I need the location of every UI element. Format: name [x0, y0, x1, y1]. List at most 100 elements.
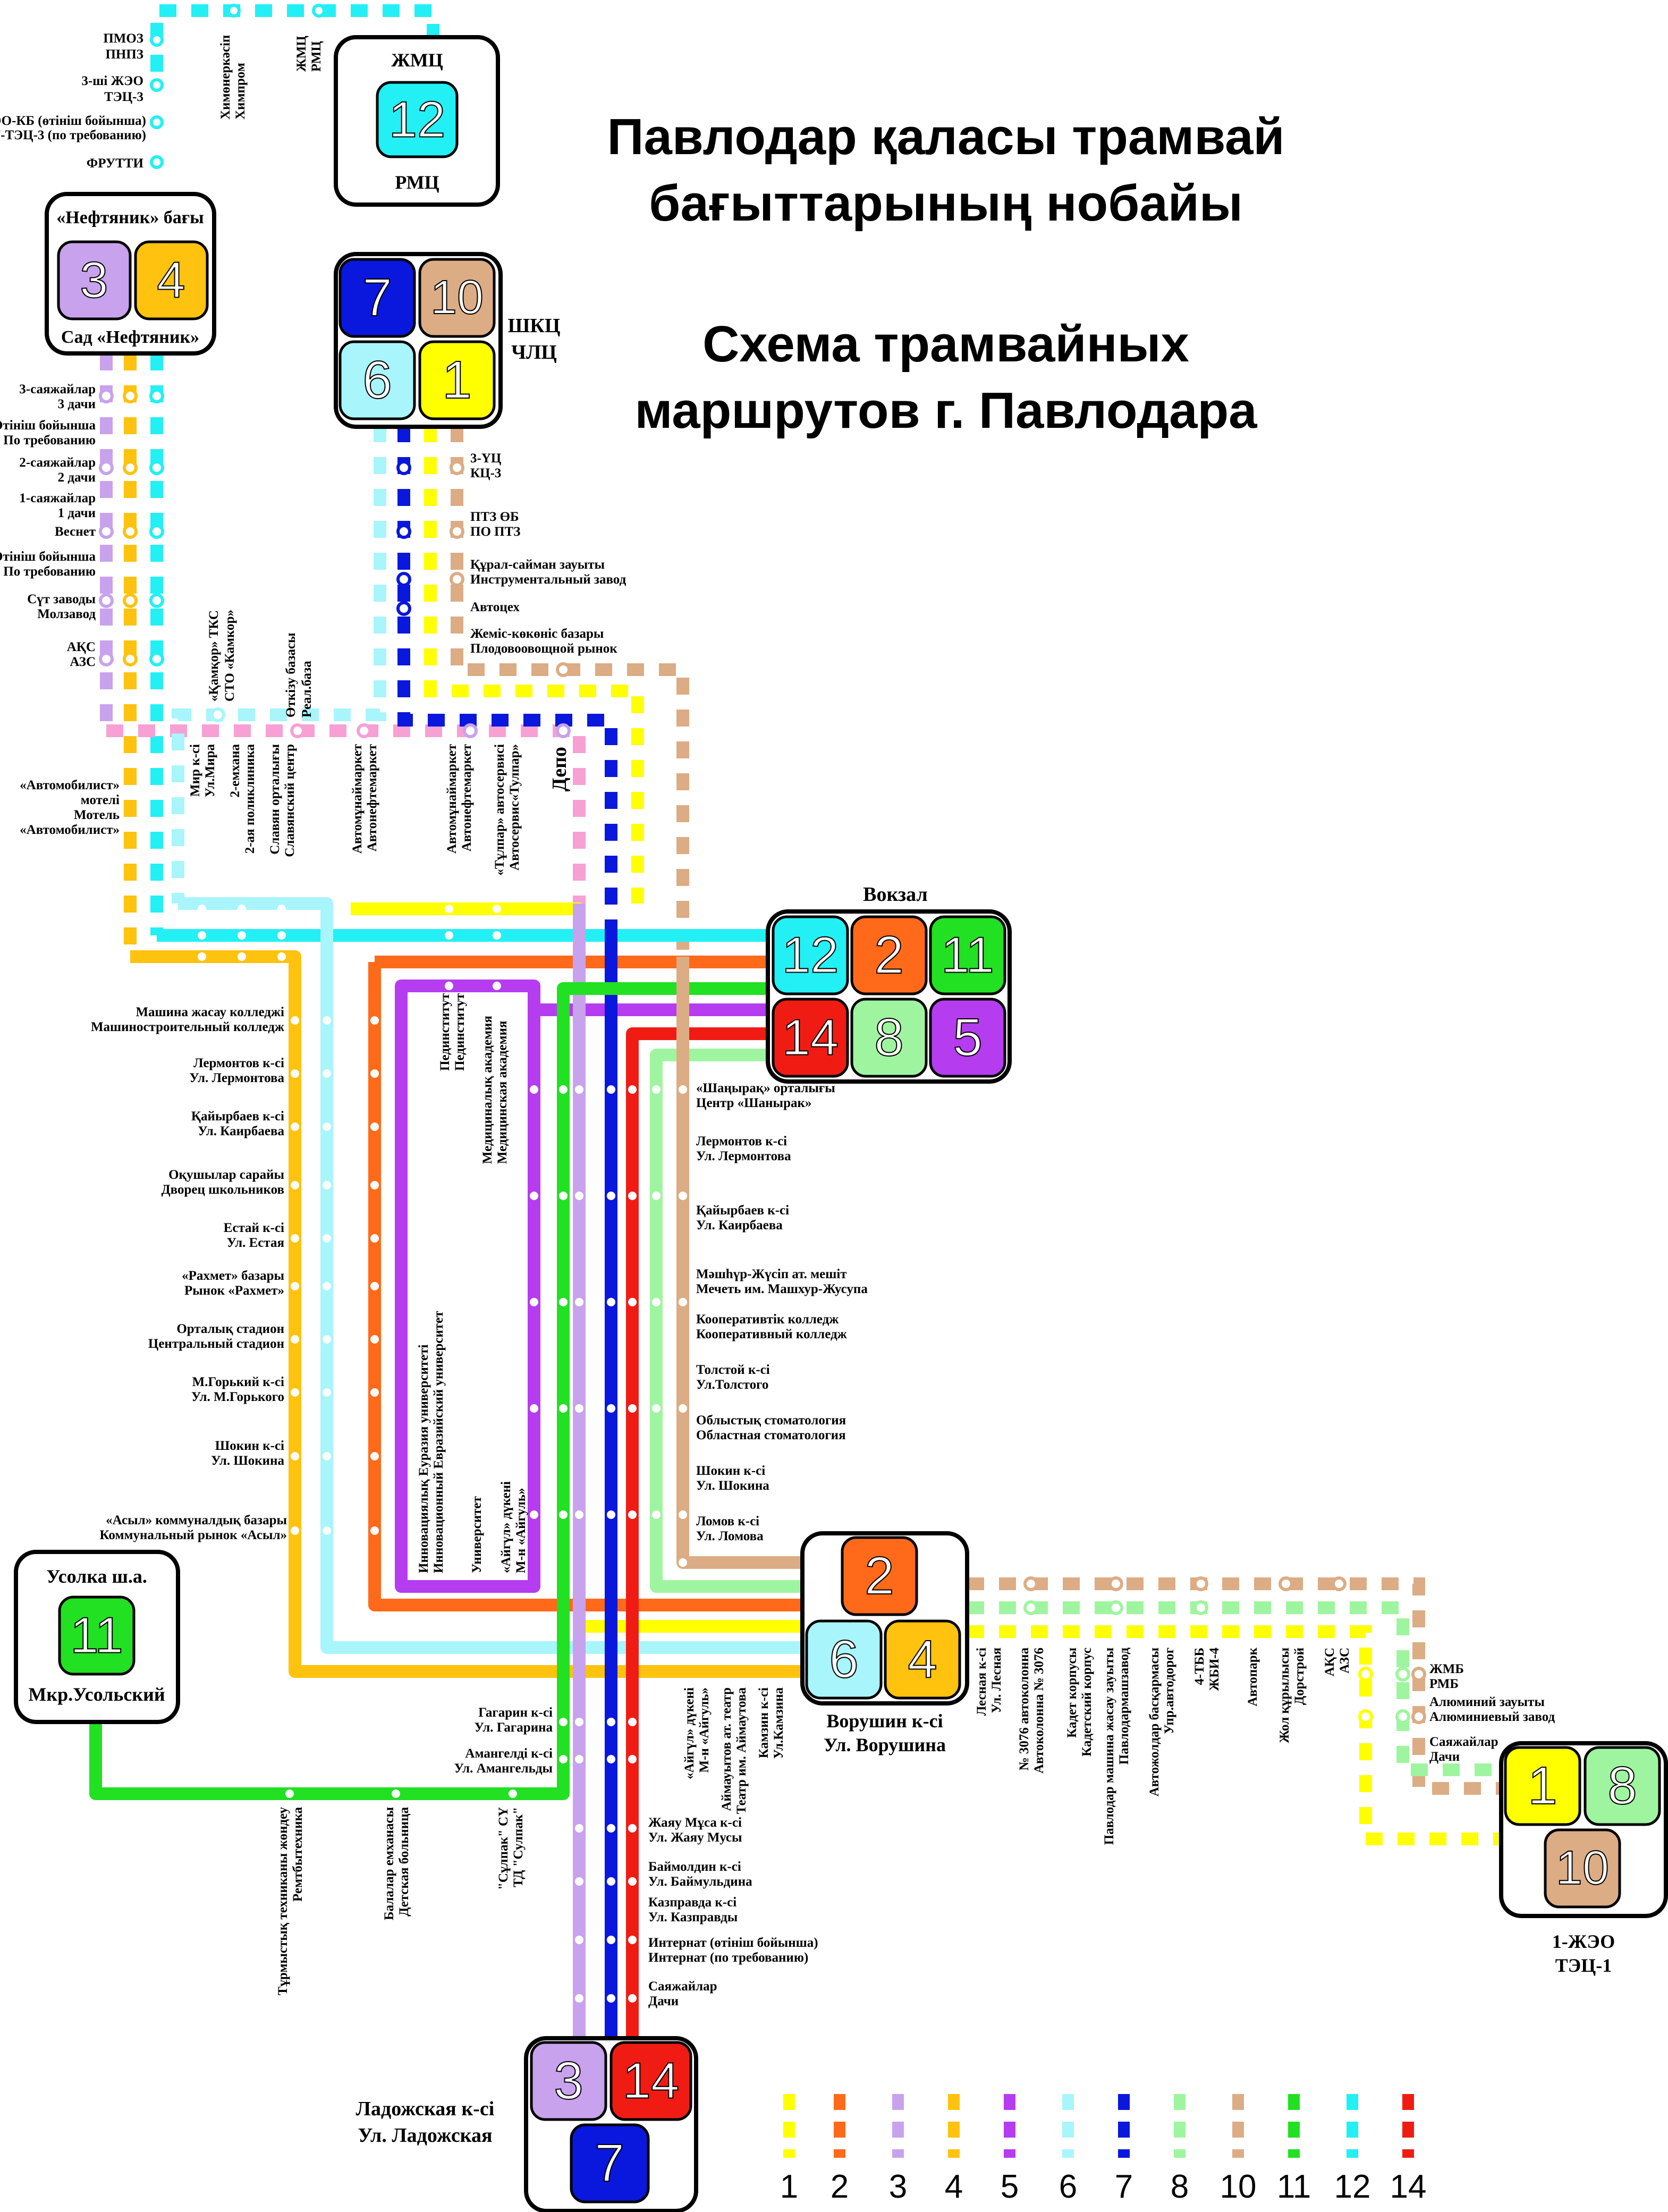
- stop-dot: [559, 1298, 568, 1306]
- stop-label: АҚС: [1323, 1648, 1337, 1676]
- stop-label: Алюминиевый завод: [1429, 1710, 1555, 1724]
- stop-label: ЖМБ: [1429, 1662, 1464, 1676]
- stop-label: Ул. М.Горького: [191, 1390, 284, 1404]
- stop-marker: [556, 662, 571, 677]
- stop-dot: [575, 1824, 583, 1833]
- stop-label: Автожолдар басқармасы: [1147, 1648, 1162, 1796]
- stop-label: Аймауытов ат. театр: [719, 1687, 734, 1811]
- stop-label: 1 дачи: [58, 506, 96, 520]
- stop-marker: [210, 707, 225, 722]
- stop-marker: [99, 593, 114, 608]
- stop-marker: [312, 4, 326, 18]
- route-badge-3: [57, 240, 132, 320]
- stop-label: «Тұлпар» автосервисі: [493, 744, 507, 875]
- route-1-east-path: [967, 1625, 1504, 1845]
- stop-dot: [291, 1388, 299, 1397]
- route-badge-4: [134, 240, 209, 320]
- stop-label: Павлодармашзавод: [1117, 1648, 1131, 1765]
- stop-labels-upper-row-low: Мир к-сі Ул.Мира 2-емхана 2-ая поликлини…: [188, 744, 571, 876]
- route-badge-4-label: 4: [908, 1630, 937, 1689]
- stop-marker: [99, 460, 114, 475]
- route-badge-4: [884, 1619, 961, 1700]
- stop-label: Университет: [470, 1496, 484, 1573]
- stop-label: 3-саяжайлар: [19, 382, 96, 396]
- stop-label: Ул. Лесная: [989, 1648, 1004, 1713]
- stop-dot: [291, 1234, 299, 1243]
- stop-marker: [123, 389, 138, 403]
- stop-dot: [370, 1181, 379, 1189]
- route-badge-2: [841, 1536, 918, 1616]
- terminal-usolka: Усолка ш.а. 11 Мкр.Усольский: [14, 1550, 180, 1724]
- stop-markers: [99, 4, 1426, 1724]
- stop-label: Шокин к-сі: [215, 1439, 284, 1453]
- route-badge-7-label: 7: [595, 2133, 624, 2193]
- stop-label: «Асыл» коммуналдық базары: [106, 1513, 287, 1527]
- stop-dot: [559, 1718, 568, 1726]
- route-badge-6-label: 6: [362, 350, 392, 410]
- stop-label: ПНПЗ: [105, 47, 143, 62]
- terminal-name-bottom: ЧЛЦ: [511, 341, 557, 364]
- stop-label: Коммунальный рынок «Асыл»: [100, 1528, 287, 1542]
- stop-marker: [1023, 1576, 1038, 1591]
- stop-dot: [323, 1122, 331, 1131]
- stop-dot: [445, 905, 453, 913]
- stop-marker: [1023, 1600, 1038, 1615]
- route-badge-1-label: 1: [442, 350, 472, 410]
- stop-dot: [559, 1404, 568, 1413]
- stop-marker: [1193, 1600, 1208, 1615]
- route-badge-3: [530, 2041, 607, 2121]
- stop-dot: [346, 1452, 355, 1460]
- stop-label: Упр.автодорог: [1162, 1648, 1176, 1734]
- stop-label: Камзин к-сі: [757, 1687, 771, 1758]
- stop-label: Автопарк: [1246, 1647, 1260, 1706]
- stop-label: Автосервис«Тулпар»: [507, 744, 522, 871]
- stop-marker: [99, 524, 114, 539]
- terminal-name-bottom: Сад «Нефтяник»: [61, 327, 199, 347]
- stop-label: АЗС: [1337, 1648, 1352, 1674]
- stop-dot: [530, 1085, 538, 1094]
- stop-marker: [1395, 1709, 1410, 1724]
- stop-marker: [123, 652, 138, 666]
- stop-label: Толстой к-сі: [696, 1363, 770, 1377]
- stop-marker: [150, 78, 164, 92]
- stop-marker: [357, 723, 371, 738]
- stop-labels-neftyanik-line: 3-саяжайлар 3 дачи Өтініш бойынша По тре…: [0, 382, 96, 669]
- stop-dot: [575, 1936, 583, 1944]
- stop-dot: [628, 1994, 637, 2003]
- stop-marker: [149, 389, 164, 403]
- terminal-name-bottom: ТЭЦ-1: [1555, 1955, 1612, 1976]
- stop-label: Павлодар машина жасау зауыты: [1102, 1648, 1116, 1845]
- stop-label: ТД "Сулпак": [511, 1807, 526, 1887]
- stop-label: Облыстық стоматология: [696, 1413, 846, 1428]
- stop-label: Ул. Каирбаева: [696, 1218, 783, 1232]
- stop-dot: [346, 1234, 355, 1243]
- stop-label: Автомұнаймаркет: [350, 744, 365, 854]
- route-badge-5: [929, 998, 1006, 1078]
- stop-dot: [346, 1016, 355, 1025]
- stop-dot: [628, 1936, 637, 1944]
- stop-dot: [607, 1755, 615, 1763]
- stop-label: Қайырбаев к-сі: [191, 1109, 284, 1124]
- route-badge-11: [58, 1595, 136, 1676]
- stop-dot: [679, 1558, 687, 1567]
- stop-marker: [1108, 1576, 1123, 1591]
- stop-label: Центр «Шанырак»: [696, 1096, 811, 1110]
- stop-label: 2 дачи: [58, 470, 96, 485]
- stop-marker: [396, 460, 411, 475]
- route-legend: 1 2 3 4 5 6 7 8 10 11 12 14: [780, 2094, 1426, 2205]
- stop-label: СУ-ТЭЦ-3 (по требованию): [0, 128, 146, 142]
- stop-dot: [198, 952, 206, 961]
- stop-label: М-н «Айгуль»: [514, 1488, 528, 1573]
- stop-dot: [530, 1192, 538, 1200]
- stop-dot: [652, 1404, 661, 1413]
- stop-dot: [575, 1298, 583, 1306]
- stop-label: Балалар емханасы: [382, 1807, 396, 1920]
- stop-dot: [445, 982, 453, 990]
- stop-dot: [277, 952, 286, 961]
- stop-marker: [1193, 1576, 1208, 1591]
- stop-dot: [628, 1877, 637, 1886]
- legend-label-5: 5: [1001, 2168, 1019, 2205]
- terminal-name-top: ШКЦ: [508, 315, 561, 337]
- stop-dot: [392, 1789, 400, 1798]
- terminal-name-bottom: Ул. Ворушина: [824, 1734, 946, 1755]
